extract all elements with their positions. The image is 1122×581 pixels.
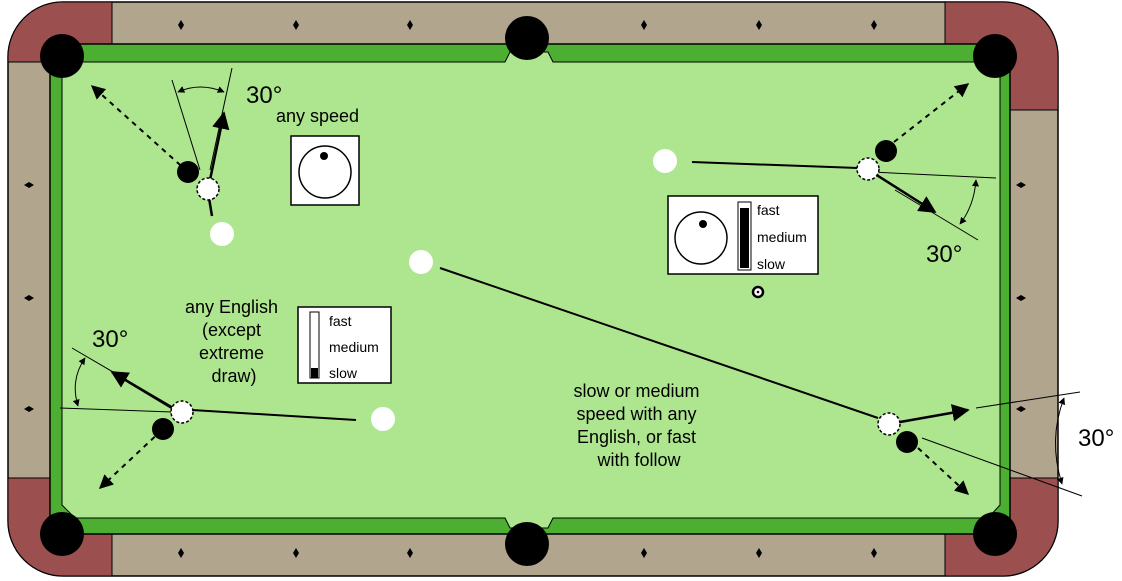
speed-gauge-fill: [311, 368, 318, 378]
speed-medium-label: medium: [757, 229, 807, 245]
speed-box-left: fast medium slow: [298, 307, 391, 383]
speed-fast-label: fast: [329, 313, 352, 329]
speed-box-right: fast medium slow: [668, 196, 818, 274]
pocket-tl: [40, 34, 84, 78]
angle-label-right-top: 30°: [926, 241, 962, 268]
speed-fast-label: fast: [757, 202, 780, 218]
speed-gauge-fill: [740, 208, 749, 268]
cue-ball: [371, 407, 395, 431]
cue-ball: [653, 149, 677, 173]
speed-slow-label: slow: [757, 256, 786, 272]
object-ball: [152, 418, 174, 440]
tip-contact-dot: [320, 152, 328, 160]
pocket-bottom-middle: [505, 522, 549, 566]
angle-label-left: 30°: [92, 326, 128, 353]
angle-label-right-bottom: 30°: [1078, 425, 1114, 452]
ghost-ball: [878, 413, 900, 435]
speed-medium-label: medium: [329, 339, 379, 355]
object-ball: [875, 140, 897, 162]
tip-contact-dot: [699, 220, 707, 228]
object-ball: [177, 161, 199, 183]
angle-label-top-left: 30°: [246, 82, 282, 109]
pocket-br: [973, 512, 1017, 556]
english-box-any-speed: [291, 136, 359, 205]
any-speed-label: any speed: [276, 106, 359, 126]
pocket-bl: [40, 512, 84, 556]
pocket-top-middle: [505, 16, 549, 60]
cue-ball: [210, 222, 234, 246]
speed-slow-label: slow: [329, 365, 358, 381]
object-ball: [896, 431, 918, 453]
cue-tip-circle: [675, 212, 727, 264]
cue-ball: [409, 250, 433, 274]
ghost-ball: [197, 178, 219, 200]
ghost-ball: [857, 158, 879, 180]
pocket-tr: [973, 34, 1017, 78]
felt: [62, 52, 1000, 528]
ghost-ball: [171, 401, 193, 423]
